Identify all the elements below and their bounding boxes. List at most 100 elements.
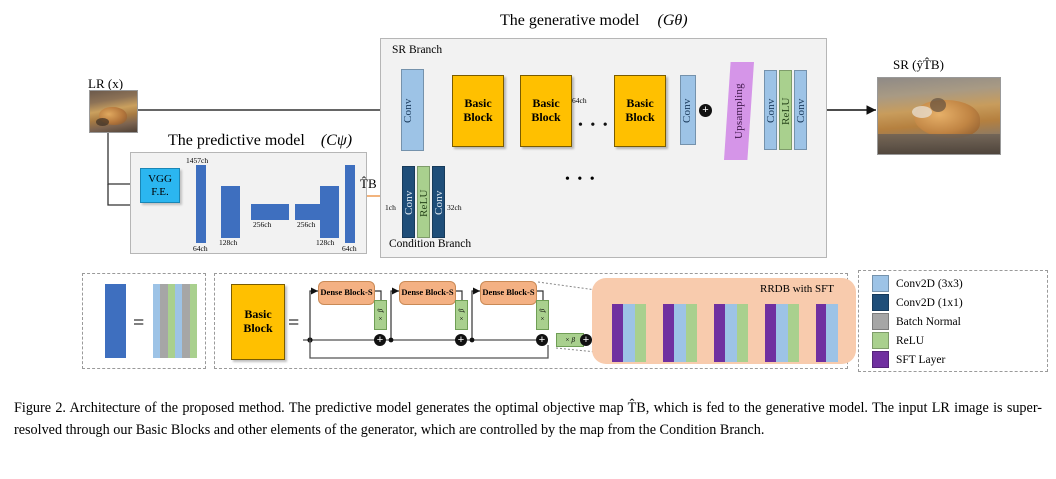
predictive-model-title: The predictive model (Cψ) [168,132,352,150]
dense-block-1: Dense Block-S [318,281,375,305]
legend-swatch-conv3x3 [872,275,889,292]
vgg-label-line2: F.E. [151,185,169,198]
beta-scale-1: × β [374,300,387,330]
generative-model-panel [380,38,827,258]
tail-relu-label: ReLU [780,97,792,125]
rrdb-title: RRDB with SFT [760,283,834,295]
legend-item-conv1x1: Conv2D (1x1) [872,294,963,311]
lr-image-label: LR (x) [88,76,124,91]
equals-sign-1: = [133,312,145,334]
unet-bar-sample [105,284,126,358]
vgg-label-line1: VGG [148,172,172,185]
tail-conv-1-label: Conv [765,98,777,124]
beta-scale-3: × β [536,300,549,330]
dense-sum-node-3: + [536,334,548,346]
condition-conv-2-label: Conv [433,190,445,216]
condition-in-channels: 1ch [385,203,396,212]
sr-output-conv-label: Conv [681,98,693,124]
dense-block-1-label: Dense Block-S [320,287,373,298]
rrdb-layer-group-4 [765,304,799,362]
basic-block-3-label: Basic Block [625,96,655,124]
residual-sum-node: + [699,104,712,117]
rrdb-layer-group-2 [663,304,697,362]
tail-conv-1: Conv [764,70,777,150]
unet-dec1-channels: 64ch [342,244,357,253]
objective-map-label: T̂B [360,176,377,191]
dense-block-3-label: Dense Block-S [482,287,535,298]
legend-item-relu: ReLU [872,332,924,349]
legend-item-conv3x3: Conv2D (3x3) [872,275,963,292]
basic-block-sample-label: Basic Block [243,307,273,335]
dense-block-3: Dense Block-S [480,281,537,305]
conv-stack-sample [153,284,197,358]
unet-bar-enc2 [221,186,240,238]
figure-caption: Figure 2. Architecture of the proposed m… [14,400,1042,438]
conv-stack-equivalence-box [82,273,206,369]
legend-label-conv1x1: Conv2D (1x1) [896,296,963,309]
beta-scale-outer: × β [556,333,584,347]
unet-enc2-channels: 128ch [219,238,238,247]
generative-model-symbol: (Gθ) [657,12,688,29]
unet-bar-enc1 [196,165,206,243]
rrdb-layer-group-3 [714,304,748,362]
sr-input-conv-block: Conv [401,69,424,151]
condition-conv-1: Conv [402,166,415,238]
legend-label-batchnorm: Batch Normal [896,315,961,328]
block-output-sum-node: + [580,334,592,346]
condition-relu-label: ReLU [418,189,430,217]
equals-sign-2: = [288,312,300,334]
condition-branch-ellipsis: • • • [565,172,597,187]
layer-legend-box [858,270,1048,372]
rrdb-layer-group-5 [816,304,838,362]
predictive-model-symbol: (Cψ) [320,132,353,149]
unet-bar-dec1 [345,165,355,243]
vgg-feature-extractor: VGG F.E. [140,168,180,203]
upsampling-label: Upsampling [733,83,745,139]
condition-conv-1-label: Conv [403,190,415,216]
unet-bottleneck-left-channels: 256ch [253,220,272,229]
condition-conv-2: Conv [432,166,445,238]
generative-model-title-text: The generative model [500,12,640,29]
dense-block-2: Dense Block-S [399,281,456,305]
beta-scale-2: × β [455,300,468,330]
predictive-model-title-text: The predictive model [168,132,305,149]
condition-relu: ReLU [417,166,430,238]
sr-input-conv-label: Conv [402,98,414,124]
dense-block-2-label: Dense Block-S [401,287,454,298]
unet-enc1-channels: 64ch [193,244,208,253]
basic-block-2-label: Basic Block [531,96,561,124]
condition-branch-label: Condition Branch [389,238,472,250]
legend-label-relu: ReLU [896,334,925,347]
rrdb-layer-group-1 [612,304,646,362]
legend-item-sft: SFT Layer [872,351,945,368]
tail-relu: ReLU [779,70,792,150]
sr-output-image [877,77,1001,155]
skip-channels-label: 64ch [572,96,587,105]
sr-branch-label: SR Branch [392,44,443,56]
unet-top-channels: 1457ch [186,156,209,165]
sr-branch-ellipsis: • • • [578,118,610,133]
legend-swatch-sft [872,351,889,368]
sr-image-label: SR (ŷT̂B) [893,57,944,72]
basic-block-1-label: Basic Block [463,96,493,124]
basic-block-sample: Basic Block [231,284,285,360]
unet-bar-dec2 [320,186,339,238]
basic-block-2[interactable]: Basic Block [520,75,572,147]
legend-item-batchnorm: Batch Normal [872,313,961,330]
generative-model-title: The generative model (Gθ) [500,12,688,30]
unet-bar-bottleneck-left [251,204,289,220]
condition-out-channels: 32ch [447,203,462,212]
legend-swatch-relu [872,332,889,349]
dense-sum-node-1: + [374,334,386,346]
basic-block-3[interactable]: Basic Block [614,75,666,147]
sr-output-conv-block: Conv [680,75,696,145]
legend-swatch-conv1x1 [872,294,889,311]
dense-sum-node-2: + [455,334,467,346]
legend-label-conv3x3: Conv2D (3x3) [896,277,963,290]
lr-input-image [89,90,138,133]
legend-label-sft: SFT Layer [896,353,946,366]
basic-block-1[interactable]: Basic Block [452,75,504,147]
unet-bottleneck-right-channels: 256ch [297,220,316,229]
tail-conv-2: Conv [794,70,807,150]
tail-conv-2-label: Conv [795,98,807,124]
